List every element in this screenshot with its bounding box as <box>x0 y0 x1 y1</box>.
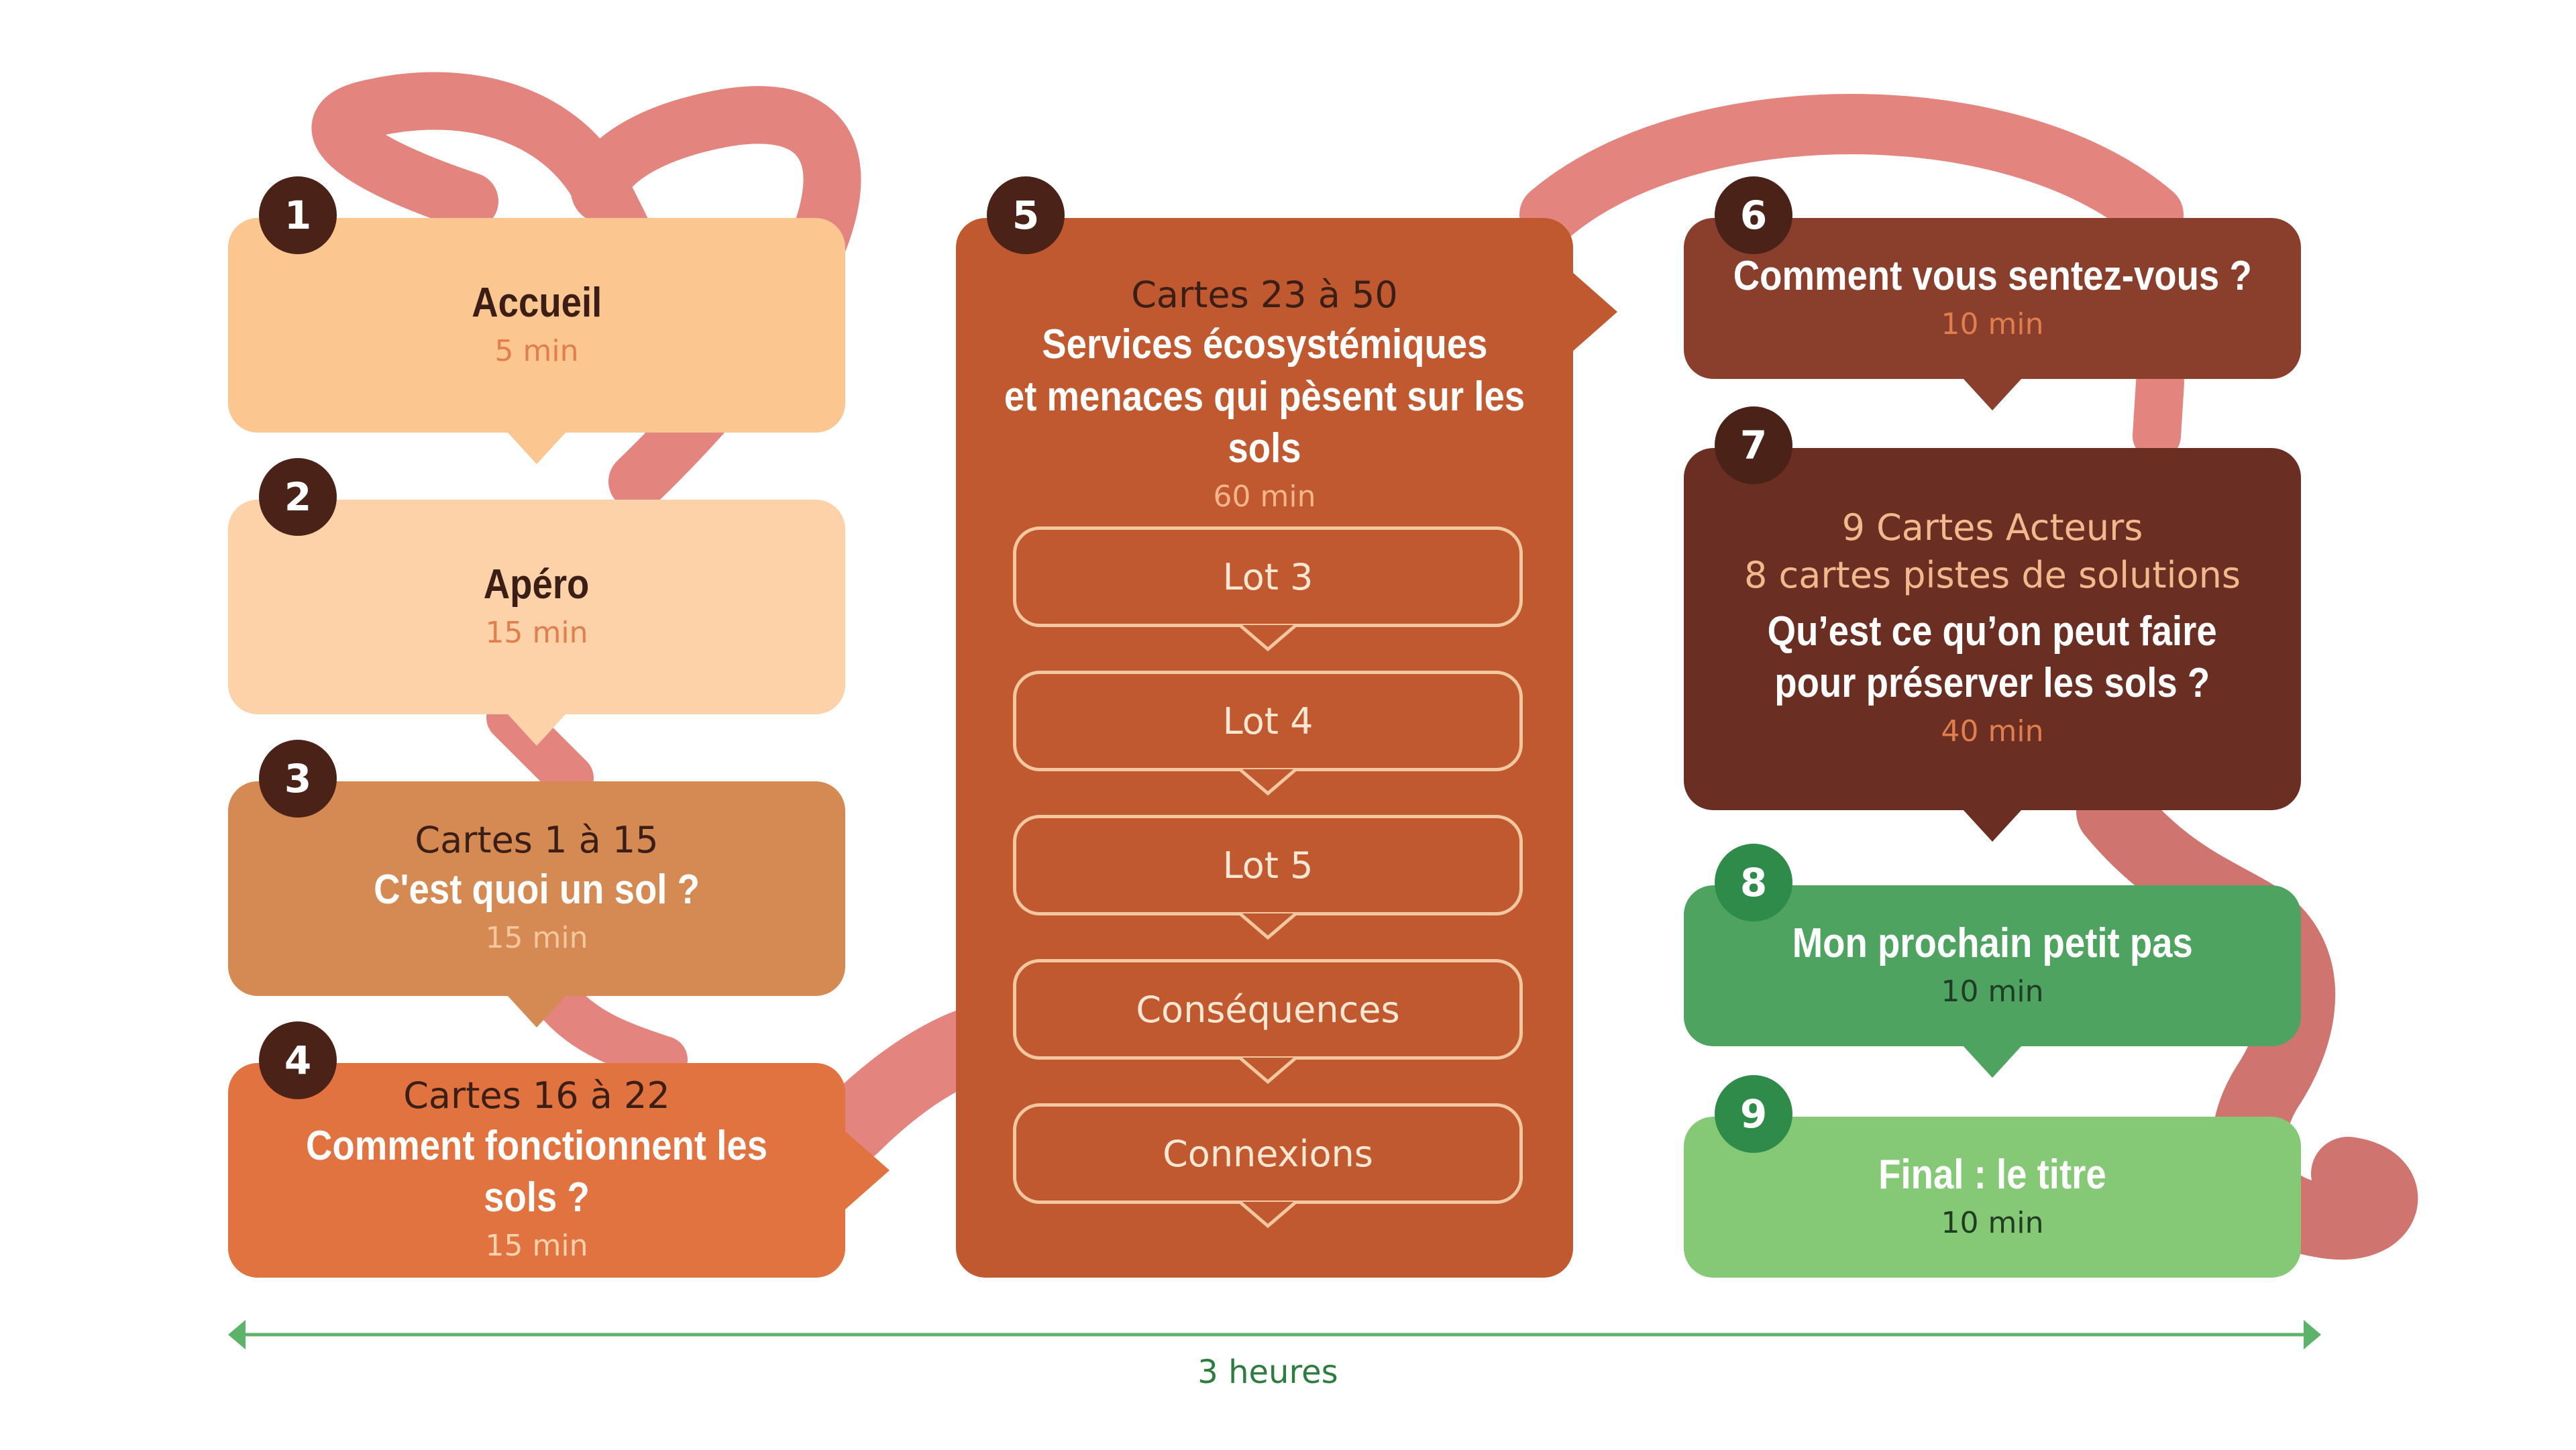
step-title: Services écosystémiques <box>1041 321 1488 368</box>
step-title-line-2: pour préserver les sols ? <box>1774 660 2210 707</box>
step-duration: 15 min <box>485 615 588 650</box>
step-title: Final : le titre <box>1878 1152 2106 1198</box>
step-badge-5: 5 <box>987 176 1065 254</box>
step-duration: 40 min <box>1941 714 2044 748</box>
step-title: Comment vous sentez-vous ? <box>1733 253 2252 300</box>
step-card-9: Final : le titre 10 min <box>1684 1117 2301 1278</box>
lot-box-4: Lot 4 <box>1013 671 1523 771</box>
step-badge-8: 8 <box>1715 844 1792 922</box>
step-title-line-2: et menaces qui pèsent sur les sols <box>1004 373 1525 472</box>
lot-pointer <box>1240 1058 1296 1084</box>
step-card-1: Accueil 5 min <box>228 218 845 464</box>
card-pointer <box>1572 272 1617 352</box>
step-subtitle: Cartes 1 à 15 <box>415 819 659 862</box>
timeline-arrow <box>228 1320 2321 1349</box>
card-pointer <box>1963 1046 2022 1078</box>
card-pointer <box>507 995 566 1027</box>
step-badge-3: 3 <box>259 740 337 818</box>
step-title: Qu’est ce qu’on peut faire <box>1767 608 2217 655</box>
step-card-3: Cartes 1 à 15 C'est quoi un sol ? 15 min <box>228 781 845 1027</box>
card-pointer <box>1963 378 2022 410</box>
step-duration: 5 min <box>494 333 579 368</box>
lot-pointer <box>1240 625 1296 652</box>
lot-box-5: Lot 5 <box>1013 815 1523 915</box>
step-title: Accueil <box>471 280 602 327</box>
lot-pointer <box>1240 1202 1296 1229</box>
step-badge-6: 6 <box>1715 176 1792 254</box>
lot-box-connexions: Connexions <box>1013 1103 1523 1204</box>
step-duration: 15 min <box>485 1228 588 1263</box>
step-badge-1: 1 <box>259 176 337 254</box>
step-duration: 15 min <box>485 920 588 955</box>
step-badge-4: 4 <box>259 1021 337 1099</box>
lot-box-3: Lot 3 <box>1013 526 1523 627</box>
step-card-8: Mon prochain petit pas 10 min <box>1684 885 2301 1078</box>
lot-pointer <box>1240 913 1296 940</box>
step-subtitle: Cartes 16 à 22 <box>403 1074 670 1117</box>
card-pointer <box>507 714 566 746</box>
step-card-5: Cartes 23 à 50 Services écosystémiques e… <box>956 218 1617 1278</box>
step-duration: 10 min <box>1941 1205 2044 1240</box>
lot-pointer <box>1240 769 1296 796</box>
card-pointer <box>1963 810 2022 842</box>
step-title: Mon prochain petit pas <box>1792 920 2193 967</box>
step-subtitle: Cartes 23 à 50 <box>1131 274 1398 316</box>
step-badge-2: 2 <box>259 458 337 536</box>
step-subtitle-line-2: 8 cartes pistes de solutions <box>1744 553 2241 596</box>
lot-box-consequences: Conséquences <box>1013 959 1523 1060</box>
step-badge-9: 9 <box>1715 1075 1792 1153</box>
step-card-6: Comment vous sentez-vous ? 10 min <box>1684 218 2301 410</box>
step-subtitle: 9 Cartes Acteurs <box>1841 506 2143 549</box>
card-pointer <box>507 432 566 464</box>
step-title: Comment fonctionnent les sols ? <box>305 1122 768 1221</box>
step-card-7: 9 Cartes Acteurs 8 cartes pistes de solu… <box>1684 448 2301 842</box>
card-pointer <box>844 1130 890 1211</box>
step-card-2: Apéro 15 min <box>228 500 845 746</box>
timeline-label: 3 heures <box>1197 1353 1338 1391</box>
step-title: C'est quoi un sol ? <box>374 867 700 913</box>
step-duration: 60 min <box>1213 479 1316 514</box>
step-duration: 10 min <box>1941 306 2044 341</box>
step-card-4: Cartes 16 à 22 Comment fonctionnent les … <box>228 1063 890 1278</box>
step-title: Apéro <box>484 561 590 608</box>
step-duration: 10 min <box>1941 974 2044 1009</box>
step-badge-7: 7 <box>1715 406 1792 484</box>
